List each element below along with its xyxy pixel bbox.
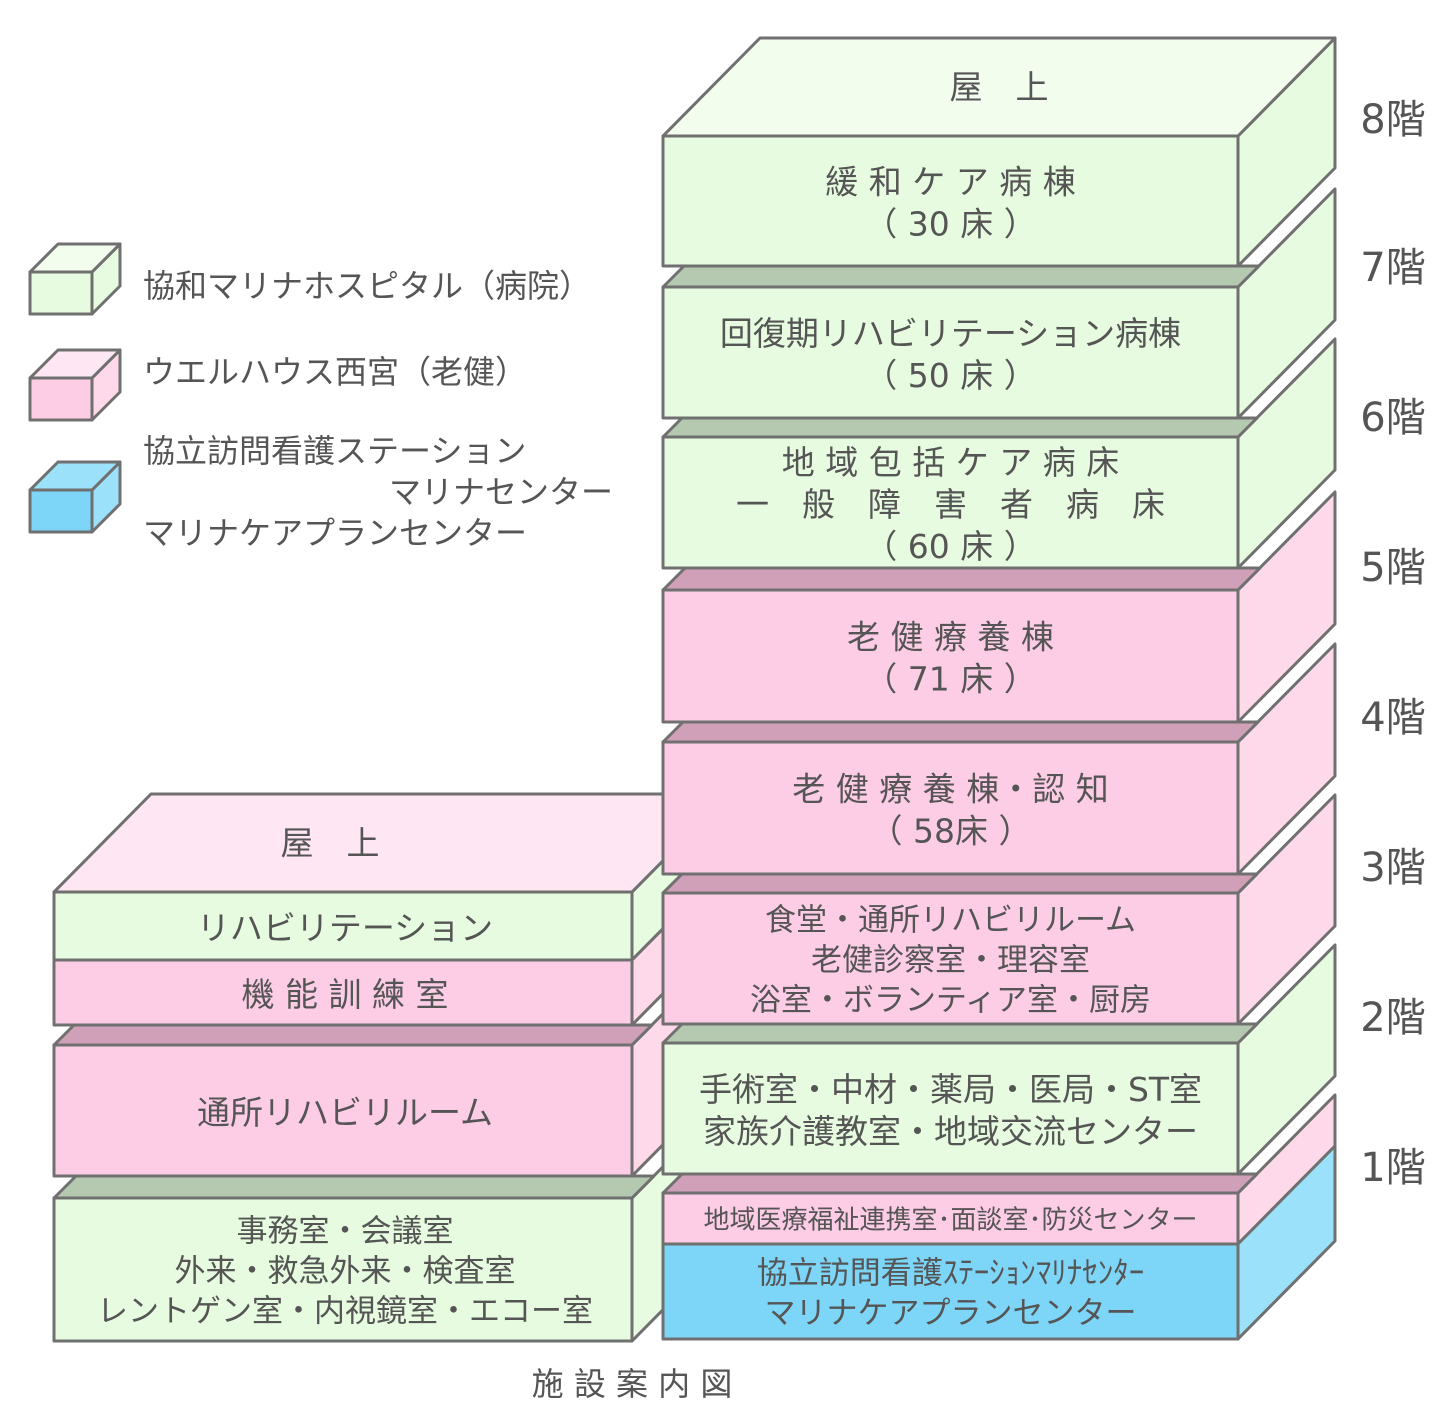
annex-floor-label: 機 能 訓 練 室 [242, 975, 449, 1014]
main-floor-gap [661, 416, 1259, 439]
annex-floor-front [52, 958, 634, 1027]
annex-floor-label: 通所リハビリルーム [197, 1093, 493, 1132]
legend-label: 協立訪問看護ステーション [143, 432, 526, 470]
main-building: 屋 上緩 和 ケ ア 病 棟（ 30 床 ） 回復期リハビリテーション病棟（ 50… [661, 36, 1337, 1341]
annex-floor-label: 外来・救急外来・検査室 [175, 1254, 516, 1290]
main-floor-gap [661, 566, 1262, 592]
main-floor-label: （ 50 床 ） [864, 356, 1036, 395]
main-floor-front [661, 1242, 1240, 1341]
legend-item [28, 460, 122, 534]
main-floor-label: （ 60 床 ） [864, 527, 1036, 566]
floor-label: 3階 [1360, 845, 1425, 891]
main-floor-label: 一 般 障 害 者 病 床 [736, 485, 1165, 524]
main-floor-label: 老 健 療 養 棟 [847, 618, 1054, 657]
annex-floor-front [52, 1043, 634, 1178]
annex-roof [52, 792, 731, 894]
floor-label: 7階 [1360, 245, 1425, 291]
main-floor-label: 老健診察室・理容室 [811, 943, 1090, 979]
diagram-caption: 施 設 案 内 図 [532, 1365, 733, 1403]
legend-cube-icon [28, 376, 94, 422]
main-floor-label: （ 30 床 ） [864, 205, 1036, 244]
main-floor-label: （ 58床 ） [870, 812, 1032, 851]
main-floor-label: 浴室・ボランティア室・厨房 [750, 983, 1151, 1019]
main-floor-gap [661, 264, 1261, 289]
annex-floor-gap [52, 1023, 654, 1047]
main-floor-gap [661, 1022, 1259, 1045]
main-floor-front [661, 435, 1240, 570]
main-floor-label: 食堂・通所リハビリルーム [765, 903, 1136, 939]
main-floor-label: （ 71 床 ） [864, 660, 1036, 699]
annex-roof-label: 屋 上 [281, 824, 380, 863]
main-floor-label: 家族介護教室・地域交流センター [703, 1112, 1198, 1151]
legend-label: マリナケアプランセンター [143, 514, 527, 552]
floor-label: 6階 [1360, 395, 1425, 441]
legend-item [28, 242, 122, 316]
main-floor-label: マリナケアプランセンター [765, 1296, 1137, 1332]
floor-labels: 8階 7階 6階 5階 4階 3階 2階 1階 [1360, 97, 1425, 1191]
main-roof-label: 屋 上 [950, 68, 1049, 107]
legend-label: 協和マリナホスピタル（病院） [143, 267, 591, 305]
floor-label: 5階 [1360, 545, 1425, 591]
annex-floor-label: リハビリテーション [197, 909, 493, 948]
legend: 協和マリナホスピタル（病院） ウエルハウス西宮（老健） 協立訪問看護ステーションマリ… [28, 242, 613, 552]
main-floor-front [661, 1041, 1240, 1176]
annex-floor-front [52, 1196, 634, 1343]
main-floor-front [661, 285, 1240, 420]
legend-label: マリナセンター [389, 473, 613, 511]
main-floor-label: 協立訪問看護ｽﾃｰｼｮﾝﾏﾘﾅｾﾝﾀｰ [757, 1256, 1145, 1292]
main-floor-label: 手術室・中材・薬局・医局・ST室 [699, 1070, 1202, 1109]
main-floor-front [661, 891, 1240, 1026]
main-floor-label: 老 健 療 養 棟・認 知 [792, 770, 1108, 809]
legend-label: ウエルハウス西宮（老健） [143, 353, 527, 391]
main-floor-label: 回復期リハビリテーション病棟 [720, 314, 1181, 353]
floor-label: 8階 [1360, 97, 1425, 143]
legend-cube-icon [28, 488, 94, 534]
main-floor-gap [661, 1172, 1259, 1195]
main-floor-front [661, 588, 1240, 724]
main-floor-front [661, 740, 1240, 876]
floor-label: 2階 [1360, 995, 1425, 1041]
main-floor-front [661, 134, 1240, 268]
main-floor-label: 緩 和 ケ ア 病 棟 [825, 163, 1075, 202]
main-floor-gap [661, 720, 1260, 744]
annex-floor-gap [52, 1174, 656, 1200]
main-floor-label: 地域医療福祉連携室･面談室･防災センター [703, 1206, 1197, 1236]
legend-cube-icon [28, 270, 94, 316]
annex-floor-label: レントゲン室・内視鏡室・エコー室 [97, 1294, 593, 1330]
floor-label: 1階 [1360, 1145, 1425, 1191]
annex-floor-label: 事務室・会議室 [237, 1214, 454, 1250]
main-floor-gap [661, 872, 1259, 895]
legend-item [28, 348, 122, 422]
floor-label: 4階 [1360, 695, 1425, 741]
main-floor-label: 地 域 包 括 ケ ア 病 床 [782, 443, 1119, 482]
